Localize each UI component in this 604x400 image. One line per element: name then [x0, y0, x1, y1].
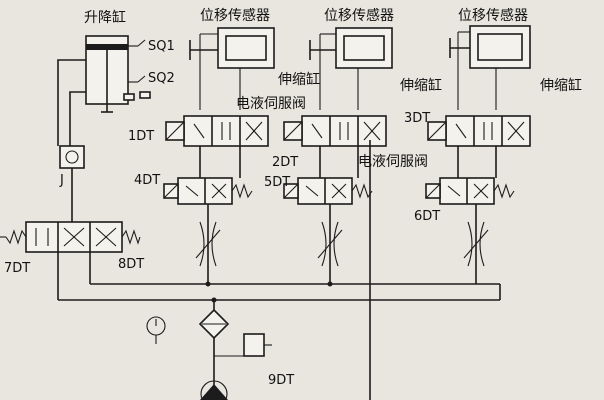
solenoid-valve-4dt [163, 177, 253, 205]
servo-valve-1 [165, 115, 269, 147]
lift-cylinder [85, 35, 151, 113]
label-3dt: 3DT [404, 111, 430, 126]
label-6dt: 6DT [414, 209, 440, 224]
label-1dt: 1DT [128, 129, 154, 144]
pump-station [146, 308, 272, 400]
label-lift-cylinder: 升降缸 [84, 9, 126, 26]
solenoid-valve-6dt [425, 177, 515, 205]
label-sensor-2: 位移传感器 [324, 7, 394, 24]
label-sensor-3: 位移传感器 [458, 7, 528, 24]
label-telescopic-3: 伸缩缸 [540, 77, 582, 94]
label-sq1: SQ1 [148, 39, 175, 54]
telescopic-cylinder-2 [309, 27, 393, 110]
label-telescopic-1: 伸缩缸 [278, 71, 320, 88]
label-j: J [59, 173, 64, 188]
servo-valve-2 [283, 115, 387, 147]
label-servo-valve-1: 电液伺服阀 [236, 96, 306, 112]
label-7dt: 7DT [4, 261, 30, 276]
label-servo-valve-2: 电液伺服阀 [358, 154, 428, 170]
check-valve-j [59, 145, 85, 169]
label-5dt: 5DT [264, 175, 290, 190]
piping [57, 59, 501, 400]
lift-valve-7dt-8dt [0, 221, 141, 253]
labels: 升降缸 SQ1 SQ2 位移传感器 位移传感器 位移传感器 伸缩缸 伸缩缸 伸缩… [4, 7, 582, 388]
label-sq2: SQ2 [148, 71, 175, 86]
label-sensor-1: 位移传感器 [200, 7, 270, 24]
label-4dt: 4DT [134, 173, 160, 188]
label-2dt: 2DT [272, 155, 298, 170]
label-telescopic-2: 伸缩缸 [400, 77, 442, 94]
label-9dt: 9DT [268, 373, 294, 388]
telescopic-cylinder-1 [189, 27, 275, 110]
telescopic-cylinder-3 [449, 25, 531, 110]
label-8dt: 8DT [118, 257, 144, 272]
solenoid-valve-5dt [283, 177, 373, 205]
throttle-valves [195, 221, 489, 267]
servo-valve-3 [427, 115, 531, 147]
